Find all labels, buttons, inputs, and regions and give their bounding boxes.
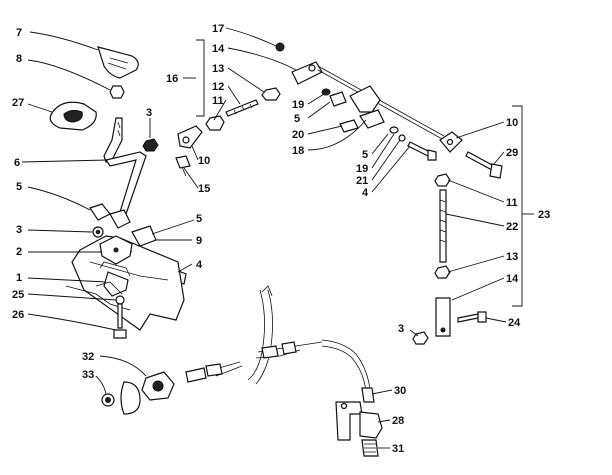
rod-end-14-upper [291, 61, 323, 85]
callout-17: 17 [212, 23, 224, 35]
callout-26: 26 [12, 309, 24, 321]
washer-19-upper [321, 88, 331, 96]
callout-32: 32 [82, 351, 94, 363]
callout-14-upper: 14 [212, 43, 225, 55]
callout-5-right: 5 [362, 149, 368, 161]
bolt-4-right [407, 141, 437, 161]
nut-11-upper [205, 115, 225, 131]
callout-28: 28 [392, 415, 404, 427]
shift-rod-long [317, 65, 445, 141]
callout-7: 7 [16, 27, 22, 39]
callout-10-left: 10 [198, 155, 210, 167]
nut-8 [109, 85, 125, 99]
callout-30: 30 [394, 385, 406, 397]
rod-end-12 [225, 99, 259, 117]
callout-33: 33 [82, 369, 94, 381]
bracket-2 [99, 235, 133, 265]
rod-end-14-lower [435, 297, 451, 337]
callout-labels: 7 8 27 6 5 3 2 1 25 26 3 10 15 5 9 4 17 … [12, 23, 550, 455]
callout-21: 21 [356, 175, 368, 187]
callout-3-lower: 3 [398, 323, 404, 335]
callout-31: 31 [392, 443, 404, 455]
bolt-15 [175, 155, 191, 177]
callout-8: 8 [16, 53, 22, 65]
bracket-plate-1 [95, 271, 129, 297]
leader-lines [21, 27, 534, 449]
nut-13-lower [434, 265, 451, 279]
bushing-5-upper [329, 91, 347, 107]
nut-17 [275, 42, 285, 52]
bolt-26 [113, 303, 127, 339]
washer-25 [115, 295, 125, 305]
callout-12: 12 [212, 81, 224, 93]
clevis-10-right [439, 131, 463, 153]
callout-19-lower: 19 [356, 163, 368, 175]
nut-13-upper [261, 87, 281, 101]
callout-25: 25 [12, 289, 24, 301]
brake-pedal-pad [97, 46, 139, 79]
callout-4-left: 4 [196, 259, 203, 271]
callout-16: 16 [166, 73, 178, 85]
callout-22: 22 [506, 221, 518, 233]
callout-13-upper: 13 [212, 63, 224, 75]
callout-4-right: 4 [362, 187, 369, 199]
callout-3-upper: 3 [146, 107, 152, 119]
cable-30 [321, 339, 375, 403]
callout-13-lower: 13 [506, 251, 518, 263]
nut-3-upper [142, 138, 159, 152]
callout-23: 23 [538, 209, 550, 221]
mount-plate-33 [101, 381, 141, 415]
callout-27: 27 [12, 97, 24, 109]
nut-11-lower [434, 173, 451, 187]
washer-21 [398, 134, 406, 142]
washer-19-lower [389, 126, 399, 134]
callout-5-upper: 5 [294, 113, 300, 125]
clevis-10-left [177, 125, 203, 149]
pivot-tube [89, 203, 157, 247]
callout-5-left: 5 [16, 181, 22, 193]
callout-15: 15 [198, 183, 210, 195]
callout-2: 2 [16, 246, 22, 258]
callout-24: 24 [508, 317, 521, 329]
bolt-24 [457, 311, 487, 323]
brake-lever-6 [103, 117, 147, 215]
bolt-29 [465, 151, 503, 179]
rod-22 [439, 189, 447, 263]
callout-5-mid: 5 [196, 213, 202, 225]
callout-19-upper: 19 [292, 99, 304, 111]
wire-harness [185, 341, 323, 383]
callout-29: 29 [506, 147, 518, 159]
washer-3-left [92, 226, 104, 238]
switch-31 [361, 439, 379, 457]
switch-bracket-28 [335, 401, 383, 441]
pin-20 [339, 119, 359, 133]
shift-lever-arm [349, 85, 385, 129]
callout-9: 9 [196, 235, 202, 247]
callout-11-lower: 11 [506, 197, 518, 209]
callout-1: 1 [16, 272, 22, 284]
callout-3-left: 3 [16, 224, 22, 236]
callout-20: 20 [292, 129, 304, 141]
callout-18: 18 [292, 145, 304, 157]
callout-14-lower: 14 [506, 273, 519, 285]
callout-11-upper: 11 [212, 95, 224, 107]
callout-10-right: 10 [506, 117, 518, 129]
switch-32 [141, 371, 175, 401]
callout-6: 6 [14, 157, 20, 169]
grommet-27 [49, 101, 97, 131]
cable-sheath [247, 285, 273, 385]
